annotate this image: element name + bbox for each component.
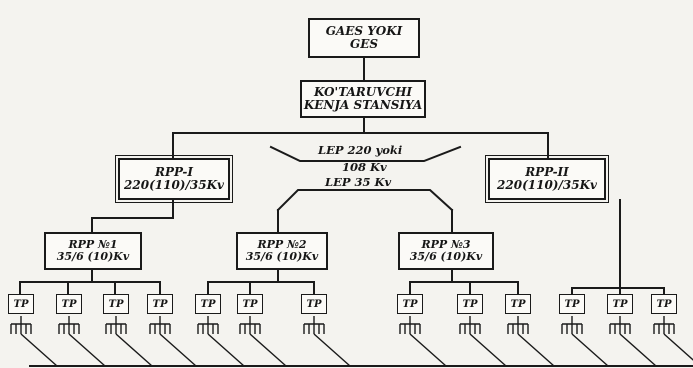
- tp-box: TP: [147, 294, 173, 314]
- rpp-1-line2: 220(110)/35Kv: [124, 178, 224, 192]
- substation-line1: KO'TARUVCHI: [313, 84, 413, 99]
- rpp-no2-box: RPP №2 35/6 (10)Kv: [236, 232, 328, 270]
- rpp-1-line1: RPP-I: [155, 164, 193, 179]
- rpp-2-line1: RPP-II: [525, 164, 569, 179]
- tp-box: TP: [457, 294, 483, 314]
- distribution-line: [517, 333, 555, 367]
- lep-label-2: 108 Kv: [342, 160, 387, 174]
- rpp-no1-box: RPP №1 35/6 (10)Kv: [44, 232, 142, 270]
- rpp-2-line2: 220(110)/35Kv: [497, 178, 597, 192]
- tp-box: TP: [607, 294, 633, 314]
- top-station-box: GAES YOKI GES: [308, 18, 420, 58]
- tp-label: TP: [13, 298, 29, 310]
- rpp-no2-line1: RPP №2: [257, 237, 307, 251]
- rpp-2-box: RPP-II 220(110)/35Kv: [485, 155, 609, 203]
- tp-label: TP: [61, 298, 77, 310]
- tp-box: TP: [651, 294, 677, 314]
- tp-label: TP: [402, 298, 418, 310]
- substation-line2: KENJA STANSIYA: [303, 98, 423, 112]
- tp-box: TP: [103, 294, 129, 314]
- rpp-no3-box: RPP №3 35/6 (10)Kv: [398, 232, 494, 270]
- distribution-line: [68, 333, 106, 367]
- rpp-no3-line2: 35/6 (10)Kv: [409, 250, 483, 263]
- distribution-line: [469, 333, 507, 367]
- tp-box: TP: [56, 294, 82, 314]
- tp-box: TP: [505, 294, 531, 314]
- tp-label: TP: [152, 298, 168, 310]
- tp-label: TP: [200, 298, 216, 310]
- tp-box: TP: [237, 294, 263, 314]
- lep-label-1: LEP 220 yoki: [318, 143, 403, 157]
- distribution-line: [571, 333, 609, 367]
- tp-label: TP: [108, 298, 124, 310]
- tp-box: TP: [301, 294, 327, 314]
- tp-box: TP: [559, 294, 585, 314]
- distribution-line: [115, 333, 153, 367]
- tp-label: TP: [612, 298, 628, 310]
- rpp-no1-line2: 35/6 (10)Kv: [56, 250, 130, 263]
- tp-box: TP: [8, 294, 34, 314]
- distribution-line: [20, 333, 58, 367]
- lep-label-3: LEP 35 Kv: [325, 175, 392, 189]
- rpp-no3-line1: RPP №3: [421, 237, 471, 251]
- rpp-no1-line1: RPP №1: [68, 237, 118, 251]
- distribution-line: [409, 333, 447, 367]
- rpp-1-box: RPP-I 220(110)/35Kv: [115, 155, 233, 203]
- rpp-no2-line2: 35/6 (10)Kv: [245, 250, 319, 263]
- distribution-line: [207, 333, 245, 367]
- tp-label: TP: [510, 298, 526, 310]
- distribution-line: [159, 333, 197, 367]
- tp-label: TP: [306, 298, 322, 310]
- distribution-line: [619, 333, 657, 367]
- tp-box: TP: [397, 294, 423, 314]
- tp-label: TP: [242, 298, 258, 310]
- top-station-label: GAES YOKI GES: [325, 23, 403, 51]
- tp-box: TP: [195, 294, 221, 314]
- tp-label: TP: [462, 298, 478, 310]
- tp-label: TP: [656, 298, 672, 310]
- distribution-line: [313, 333, 351, 367]
- step-up-substation-box: KO'TARUVCHI KENJA STANSIYA: [300, 80, 426, 118]
- distribution-line: [663, 333, 693, 361]
- distribution-line: [249, 333, 287, 367]
- tp-label: TP: [564, 298, 580, 310]
